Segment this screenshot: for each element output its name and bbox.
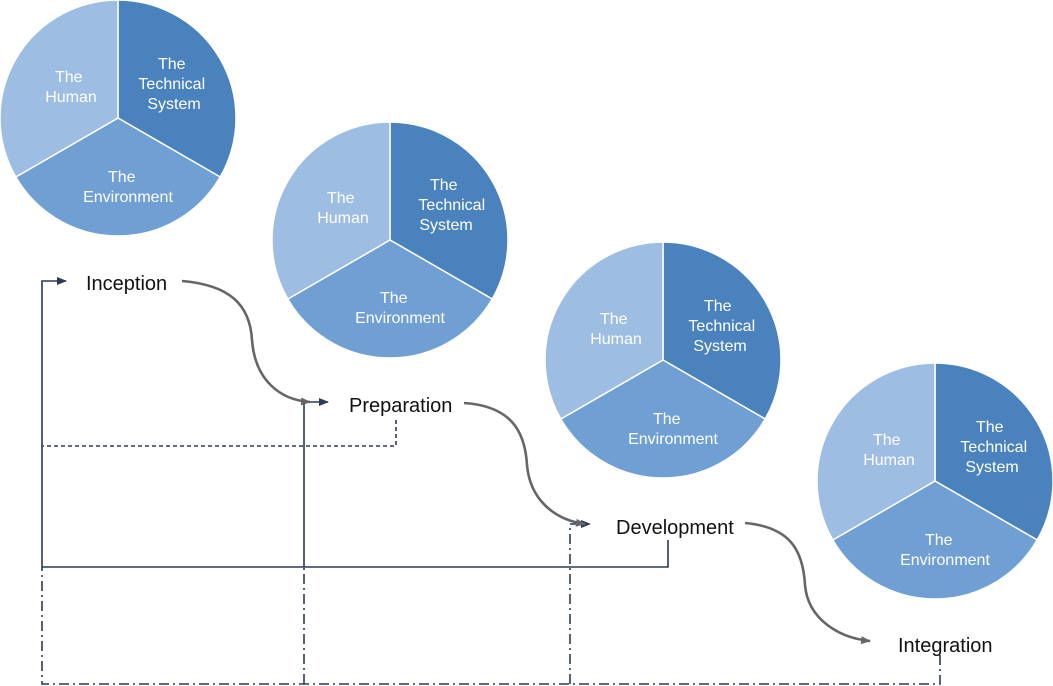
pie-slice-technical [662, 241, 782, 421]
feedback-dashed-line [42, 420, 397, 447]
pie-slice-human [816, 362, 936, 542]
stage-labels: Inception Preparation Development Integr… [86, 273, 993, 657]
pie-label-technical: The Technical System [688, 298, 759, 355]
pie-slice-technical [117, 0, 237, 179]
feedback-to-inception-line [41, 277, 67, 567]
pie-chart: The Human The Technical System The Envir… [544, 241, 782, 479]
pie-label-environment: The Environment [900, 532, 990, 569]
feedback-solid-line [42, 540, 669, 568]
pie-slice-environment [831, 480, 1039, 600]
pie-label-human: The Human [317, 190, 369, 227]
flow-arrow-preparation-development [463, 401, 586, 527]
pie-slice-environment [559, 359, 767, 479]
feedback-dashdot-development-line [569, 520, 591, 684]
pie-slice-human [0, 0, 119, 179]
pie-slice-environment [286, 239, 494, 359]
feedback-to-preparation-line [303, 398, 329, 567]
pie-chart: The Human The Technical System The Envir… [0, 0, 237, 237]
feedback-dashdot-line [41, 567, 941, 685]
stage-preparation: Preparation [349, 395, 452, 417]
pie-label-human: The Human [45, 69, 97, 106]
pie-label-technical: The Technical System [960, 419, 1031, 476]
pie-slice-environment [14, 117, 222, 237]
pie-label-technical: The Technical System [138, 56, 209, 113]
pie-label-human: The Human [590, 311, 642, 348]
pie-slice-technical [934, 362, 1053, 542]
pie-slice-technical [389, 121, 509, 301]
pie-slice-human [544, 241, 664, 421]
pie-chart: The Human The Technical System The Envir… [816, 362, 1053, 600]
pie-label-environment: The Environment [628, 411, 718, 448]
pie-label-environment: The Environment [83, 169, 173, 206]
flow-arrow-development-integration [744, 521, 871, 645]
pie-label-technical: The Technical System [418, 177, 489, 234]
pie-slice-human [271, 121, 391, 301]
pie-label-human: The Human [863, 432, 915, 469]
stage-development: Development [616, 517, 734, 539]
flow-arrows [181, 279, 871, 645]
stage-integration: Integration [898, 635, 993, 657]
pie-label-environment: The Environment [355, 290, 445, 327]
feedback-lines [41, 277, 941, 685]
stage-inception: Inception [86, 273, 167, 295]
pie-chart: The Human The Technical System The Envir… [271, 121, 509, 359]
flow-arrow-inception-preparation [181, 279, 311, 406]
